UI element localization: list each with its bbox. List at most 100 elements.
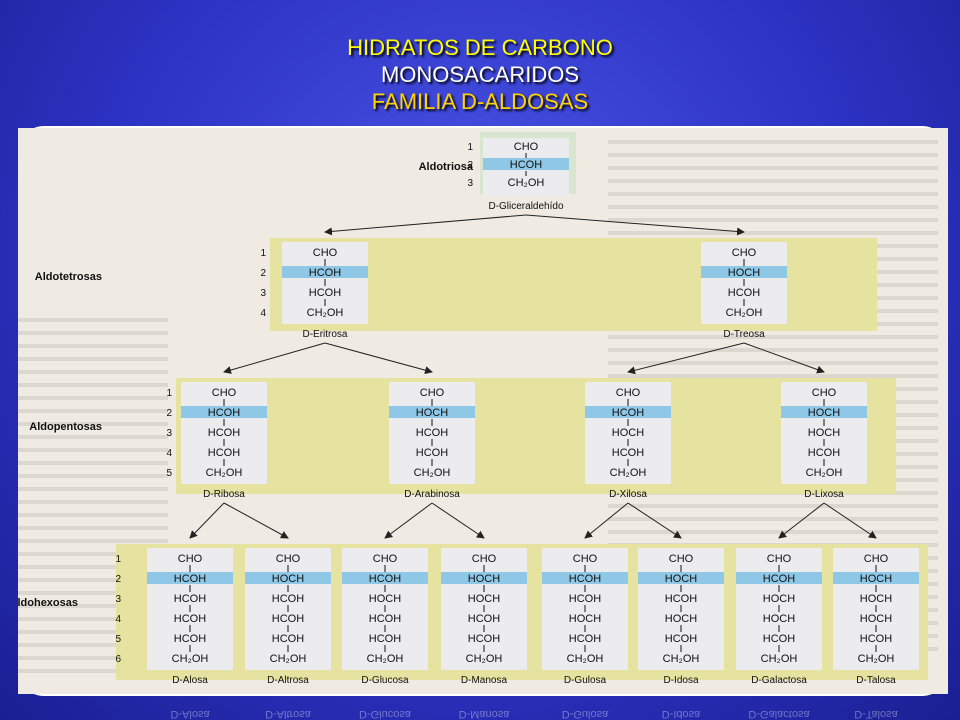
background-text-line (18, 669, 168, 673)
formula-line: HCOH (272, 593, 304, 605)
background-text-line (18, 500, 168, 504)
background-text-line (18, 643, 168, 647)
highlight-bar (342, 572, 428, 584)
reflected-name: D-Idosa (661, 708, 701, 720)
derivation-arrow (823, 502, 877, 539)
highlight-bar (282, 266, 368, 278)
background-text-line (608, 153, 938, 157)
slide-title-block: HIDRATOS DE CARBONO MONOSACARIDOS FAMILI… (0, 34, 960, 115)
formula-line: HOCH (665, 613, 697, 625)
background-text-line (608, 517, 938, 521)
carbon-number: 1 (260, 248, 266, 259)
formula-line: HCOH (416, 447, 448, 459)
formula-line: HOCH (808, 427, 840, 439)
carbon-number: 1 (467, 142, 473, 153)
background-text-line (18, 513, 168, 517)
formula-line: CHO (313, 247, 338, 259)
highlight-bar (181, 406, 267, 418)
background-text-line (608, 231, 938, 235)
formula-line: HOCH (808, 407, 840, 419)
derivation-arrow (431, 502, 485, 539)
formula-line: HCOH (174, 593, 206, 605)
background-text-line (18, 448, 168, 452)
sugar-name-galactosa: D-Galactosa (751, 675, 807, 686)
formula-line: HCOH (174, 573, 206, 585)
formula-line: CHO (420, 387, 445, 399)
highlight-bar (542, 572, 628, 584)
sugar-name-gliceraldehido: D-Gliceraldehído (488, 201, 563, 212)
background-text-line (608, 192, 938, 196)
sugar-name-treosa: D-Treosa (723, 329, 765, 340)
formula-line: HCOH (208, 427, 240, 439)
formula-line: HCOH (665, 593, 697, 605)
reflected-name: D-Alosa (170, 708, 210, 720)
formula-line: HOCH (860, 613, 892, 625)
sugar-name-lixosa: D-Lixosa (804, 489, 844, 500)
formula-line: CH₂OH (466, 653, 503, 665)
carbon-number: 6 (115, 654, 121, 665)
formula-line: HOCH (272, 573, 304, 585)
highlight-bar (736, 572, 822, 584)
formula-line: CH₂OH (567, 653, 604, 665)
reflected-name: D-Altrosa (265, 708, 311, 720)
formula-line: CHO (767, 553, 792, 565)
sugar-name-alosa: D-Alosa (172, 675, 208, 686)
derivation-arrow (223, 342, 326, 374)
level-label: Aldohexosas (18, 597, 78, 609)
highlight-bar (833, 572, 919, 584)
carbon-number: 3 (260, 288, 266, 299)
formula-line: HCOH (416, 427, 448, 439)
reflected-name: D-Manosa (458, 708, 510, 720)
formula-line: CH₂OH (172, 653, 209, 665)
formula-line: CH₂OH (726, 307, 763, 319)
reflected-name: D-Gulosa (561, 708, 609, 720)
formula-line: HOCH (416, 407, 448, 419)
highlight-bar (701, 266, 787, 278)
formula-line: HCOH (569, 573, 601, 585)
background-text-line (18, 487, 168, 491)
formula-line: HCOH (569, 593, 601, 605)
formula-line: CH₂OH (610, 467, 647, 479)
sugar-name-xilosa: D-Xilosa (609, 489, 647, 500)
level-label: Aldotriosa (419, 161, 474, 173)
derivation-arrow (189, 502, 225, 539)
sugar-name-ribosa: D-Ribosa (203, 489, 245, 500)
carbon-number: 2 (467, 160, 473, 171)
formula-line: CHO (864, 553, 889, 565)
reflected-name: D-Talosa (854, 708, 898, 720)
background-text-line (18, 539, 168, 543)
formula-line: CHO (616, 387, 641, 399)
formula-line: CH₂OH (508, 177, 545, 189)
level-label: Aldotetrosas (35, 271, 102, 283)
background-text-line (608, 335, 938, 339)
formula-line: HCOH (808, 447, 840, 459)
background-text-line (18, 578, 168, 582)
carbon-number: 4 (115, 614, 121, 625)
formula-line: HCOH (510, 159, 542, 171)
formula-line: HCOH (665, 633, 697, 645)
formula-line: HCOH (272, 613, 304, 625)
derivation-arrow (743, 342, 825, 374)
background-text-line (18, 370, 168, 374)
derivation-arrow (627, 502, 682, 539)
formula-line: HCOH (569, 633, 601, 645)
derivation-arrow (584, 502, 629, 539)
highlight-bar (147, 572, 233, 584)
carbon-number: 2 (115, 574, 121, 585)
derivation-arrow (384, 502, 433, 539)
formula-line: CH₂OH (761, 653, 798, 665)
derivation-arrow (324, 342, 433, 375)
background-text-line (18, 591, 168, 595)
aldose-tree-diagram: Aldotriosa123CHOHCOHCH₂OHD-Gliceraldehíd… (18, 132, 938, 686)
formula-line: HOCH (369, 593, 401, 605)
formula-line: CHO (732, 247, 757, 259)
background-text-line (608, 374, 938, 378)
